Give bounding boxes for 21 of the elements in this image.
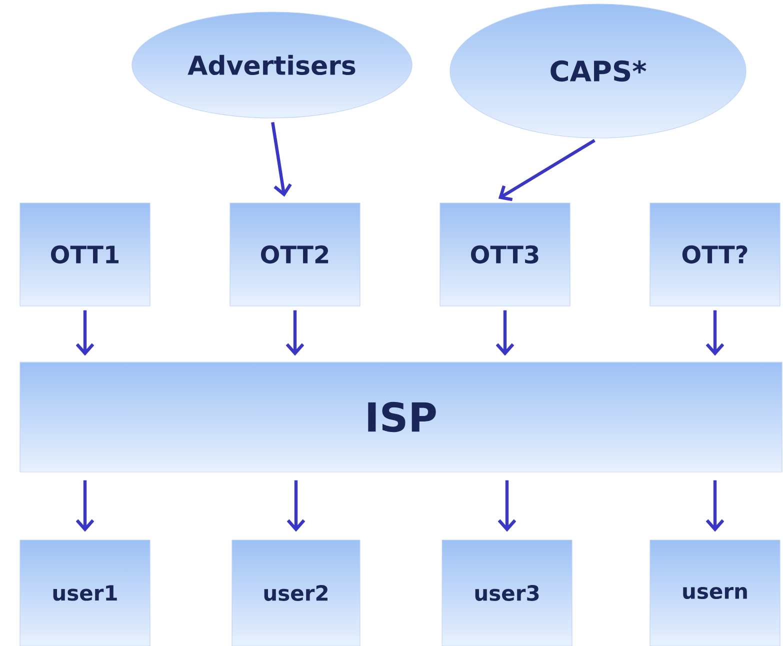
process-box: OTT1 xyxy=(20,202,150,306)
arrow xyxy=(496,310,514,356)
arrow xyxy=(271,122,292,197)
process-box: OTT2 xyxy=(230,202,360,306)
arrow xyxy=(498,139,596,202)
arrow xyxy=(286,310,304,356)
process-box: OTT? xyxy=(650,202,780,306)
arrow xyxy=(706,480,724,532)
arrow xyxy=(76,310,94,356)
process-box: OTT3 xyxy=(440,202,570,306)
user-box: user3 xyxy=(442,540,572,646)
band-box: ISP xyxy=(20,362,782,472)
arrow xyxy=(498,480,516,532)
arrow xyxy=(286,480,306,532)
oval-bubble: CAPS* xyxy=(450,4,746,138)
user-box: usern xyxy=(650,540,780,646)
arrow xyxy=(76,480,94,532)
user-box: user1 xyxy=(20,540,150,646)
user-box: user2 xyxy=(232,540,360,646)
arrow xyxy=(706,310,724,356)
oval-bubble: Advertisers xyxy=(132,12,412,118)
